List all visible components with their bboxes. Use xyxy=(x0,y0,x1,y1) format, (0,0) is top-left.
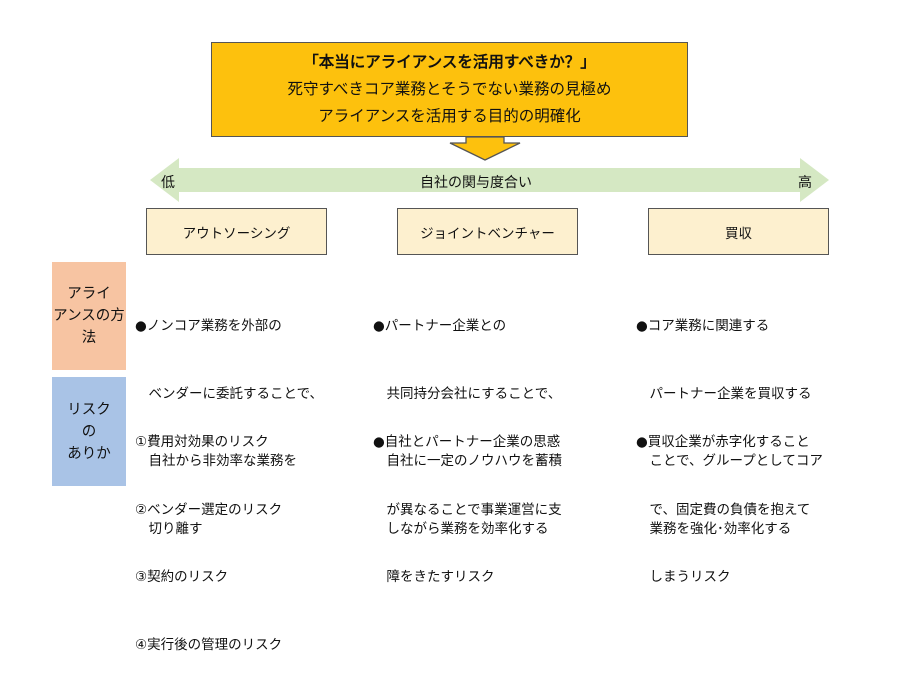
scale-high-label: 高 xyxy=(798,175,812,191)
row-label-method-line: アンスの方法 xyxy=(53,308,125,346)
cell-line: ●自社とパートナー企業の思惑 xyxy=(373,434,561,450)
scale-low-label: 低 xyxy=(161,175,175,191)
cell-line: 障をきたすリスク xyxy=(373,569,495,585)
question-line-2: 死守すべきコア業務とそうでない業務の見極め xyxy=(287,80,612,98)
cell-line: 自社に一定のノウハウを蓄積 xyxy=(373,453,562,469)
double-arrow xyxy=(150,158,829,202)
cell-line: ことで、グループとしてコア xyxy=(636,453,823,469)
risk-cell-joint-venture: ●自社とパートナー企業の思惑 が異なることで事業運営に支 障をきたすリスク xyxy=(373,386,562,611)
cell-line: 共同持分会社にすることで、 xyxy=(373,385,562,402)
cell-line: ●パートナー企業との xyxy=(373,318,507,334)
cell-line: 自社から非効率な業務を xyxy=(135,453,297,469)
cell-line: しまうリスク xyxy=(636,569,731,585)
row-label-method: アライ アンスの方法 xyxy=(52,262,126,370)
question-title: 「本当にアライアンスを活用すべきか？」 xyxy=(303,53,596,71)
risk-cell-outsourcing: ①費用対効果のリスク ②ベンダー選定のリスク ③契約のリスク ④実行後の管理のリ… xyxy=(135,386,282,679)
risk-cell-acquisition: ●買収企業が赤字化すること で、固定費の負債を抱えて しまうリスク xyxy=(636,386,810,611)
row-label-risk: リスク の ありか xyxy=(52,377,126,486)
cell-line: ●コア業務に関連する xyxy=(636,318,770,334)
cell-line: ●買収企業が赤字化すること xyxy=(636,434,810,450)
cell-line: ベンダーに委託することで、 xyxy=(135,385,324,402)
cell-line: パートナー企業を買収する xyxy=(636,385,812,402)
cell-line: ②ベンダー選定のリスク xyxy=(135,501,283,518)
row-label-risk-line: ありか xyxy=(67,445,111,462)
question-box: 「本当にアライアンスを活用すべきか？」 死守すべきコア業務とそうでない業務の見極… xyxy=(211,42,688,137)
row-label-method-line: アライ xyxy=(67,286,111,302)
row-label-risk-line: リスク xyxy=(67,401,111,418)
diagram-shapes xyxy=(150,136,829,202)
cell-line: ③契約のリスク xyxy=(135,569,229,585)
cell-line: ④実行後の管理のリスク xyxy=(135,636,283,653)
row-label-risk-line: の xyxy=(81,423,97,440)
cell-line: で、固定費の負債を抱えて xyxy=(636,501,811,518)
category-acquisition: 買収 xyxy=(648,208,829,255)
question-line-3: アライアンスを活用する目的の明確化 xyxy=(318,107,581,125)
cell-line: ●ノンコア業務を外部の xyxy=(135,318,282,334)
category-outsourcing: アウトソーシング xyxy=(146,208,327,255)
cell-line: が異なることで事業運営に支 xyxy=(373,501,562,518)
category-joint-venture: ジョイントベンチャー xyxy=(397,208,578,255)
scale-title: 自社の関与度合い xyxy=(420,175,532,191)
cell-line: ①費用対効果のリスク xyxy=(135,434,269,450)
down-arrow xyxy=(449,136,521,161)
